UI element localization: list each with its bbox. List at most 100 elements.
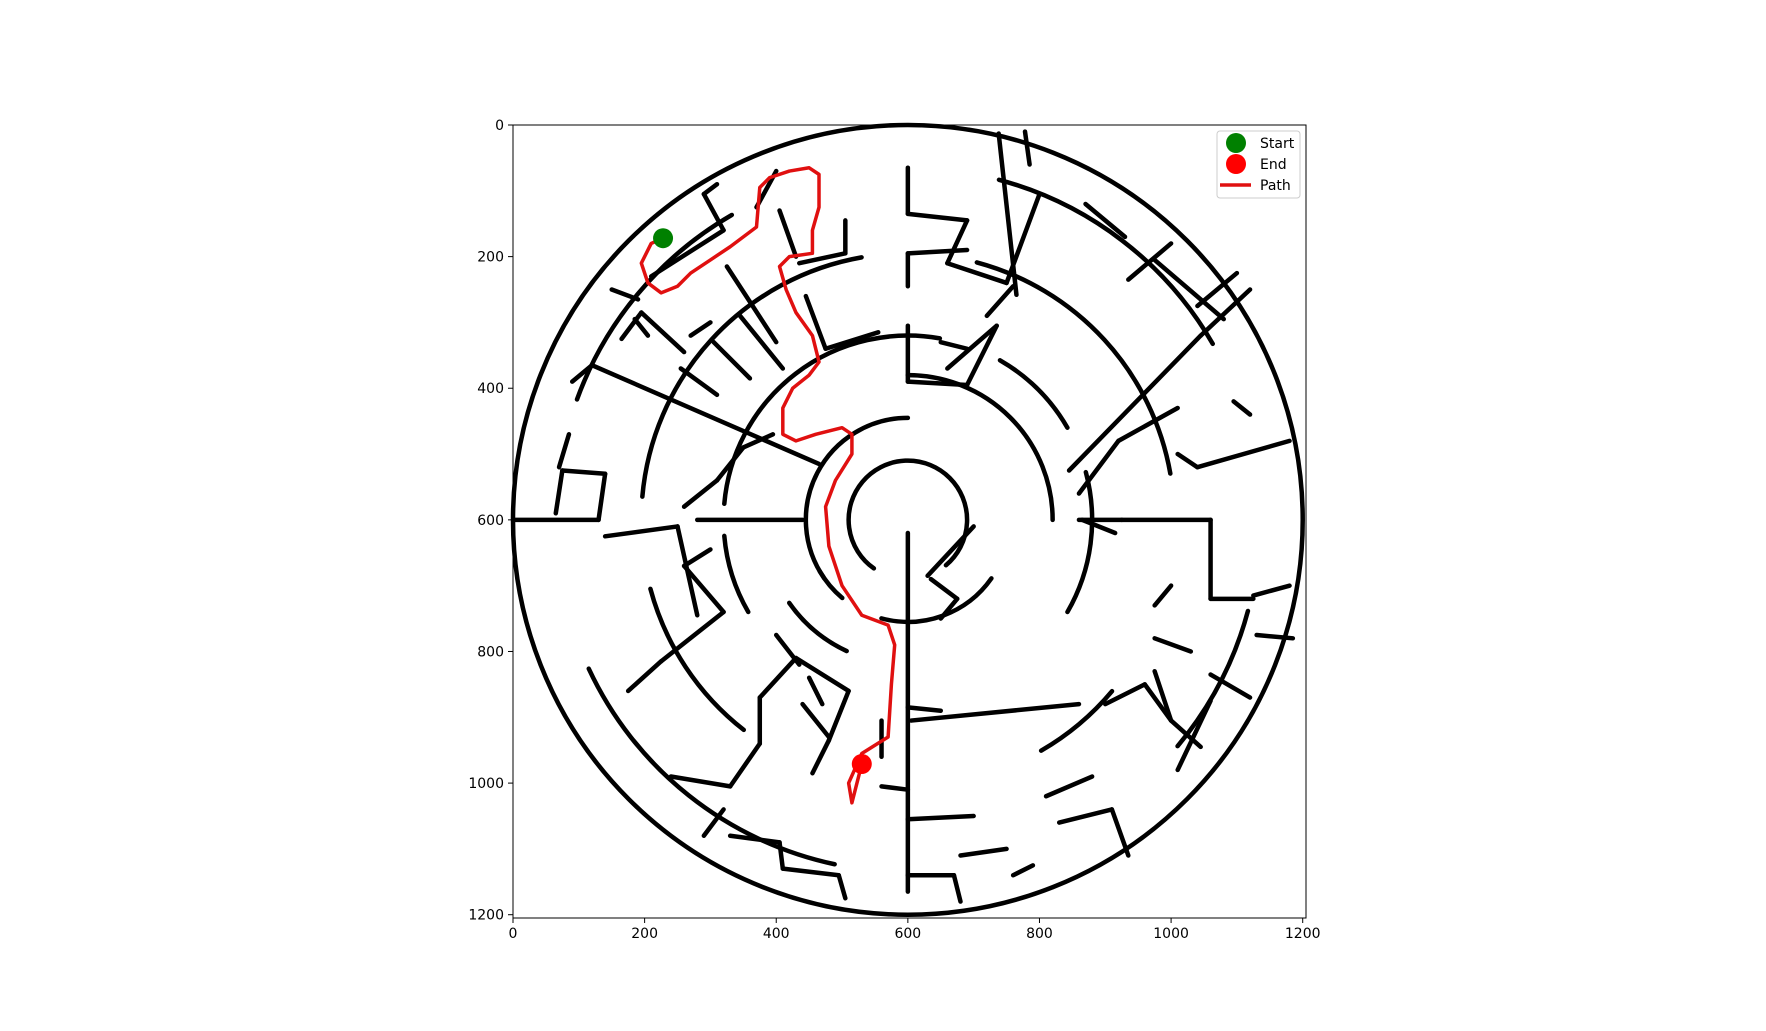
maze-walls: [510, 122, 1305, 917]
maze-wall-segment: [1198, 287, 1253, 338]
x-tick-label: 400: [763, 926, 790, 942]
maze-wall-segment: [984, 283, 1016, 319]
maze-wall-segment: [800, 701, 832, 740]
maze-wall-segment: [1168, 718, 1203, 750]
y-tick-label: 1000: [468, 776, 504, 792]
maze-wall-segment: [1175, 698, 1213, 773]
maze-wall-segment: [1254, 632, 1296, 641]
maze-wall-arc: [1038, 688, 1115, 753]
maze-wall-segment: [1142, 682, 1174, 723]
maze-wall-segment: [701, 191, 726, 233]
maze-wall-segment: [945, 260, 1009, 286]
maze-wall-arc: [586, 666, 837, 867]
maze-wall-segment: [945, 323, 999, 371]
y-tick-label: 1200: [468, 908, 504, 924]
maze-wall-segment: [609, 287, 641, 302]
maze-wall-segment: [1079, 517, 1118, 536]
maze-wall-segment: [780, 866, 842, 878]
y-tick-label: 400: [477, 381, 504, 397]
legend-end-label: End: [1260, 157, 1287, 173]
maze-wall-segment: [1195, 270, 1240, 309]
markers-layer: [653, 228, 872, 775]
start-marker: [653, 228, 674, 249]
maze-wall-segment: [1004, 191, 1042, 286]
maze-wall-segment: [648, 228, 726, 279]
maze-wall-segment: [905, 247, 970, 256]
maze-wall-segment: [757, 655, 799, 700]
maze-wall-segment: [741, 432, 776, 450]
maze-wall-arc: [817, 568, 845, 601]
maze-wall-segment: [602, 524, 680, 539]
maze-wall-arc: [803, 415, 911, 581]
maze-wall-segment: [1231, 399, 1253, 417]
legend-end-marker: [1226, 154, 1246, 174]
maze-wall-segment: [964, 323, 999, 388]
maze-wall-segment: [714, 445, 746, 483]
maze-wall-segment: [826, 688, 851, 743]
maze-wall-segment: [625, 659, 664, 694]
solution-path-layer: [639, 166, 897, 805]
maze-wall-segment: [701, 181, 720, 197]
x-tick-label: 800: [1026, 926, 1053, 942]
maze-wall-segment: [925, 524, 976, 579]
maze-wall-segment: [639, 310, 687, 355]
x-tick-label: 1200: [1285, 926, 1321, 942]
maze-wall-segment: [958, 846, 1009, 858]
maze-wall-segment: [905, 379, 970, 388]
maze-wall-segment: [724, 264, 779, 345]
maze-wall-segment: [905, 211, 970, 223]
maze-wall-arc: [996, 177, 1216, 347]
y-tick-label: 0: [495, 118, 504, 134]
legend-start-label: Start: [1260, 136, 1295, 152]
end-marker: [851, 754, 872, 775]
maze-wall-segment: [773, 632, 802, 667]
maze-wall-segment: [905, 705, 944, 713]
x-tick-label: 200: [631, 926, 658, 942]
maze-wall-segment: [727, 833, 782, 845]
maze-wall-arc: [648, 586, 747, 733]
maze-wall-segment: [806, 675, 825, 707]
maze-wall-segment: [810, 738, 832, 776]
maze-wall-segment: [678, 366, 720, 398]
solution-path: [639, 166, 897, 805]
maze-wall-segment: [1208, 672, 1253, 700]
legend-start-marker: [1226, 133, 1246, 153]
maze-wall-segment: [658, 609, 726, 664]
maze-wall-segment: [681, 563, 726, 615]
maze-wall-segment: [1152, 668, 1174, 723]
maze-wall-segment: [1103, 682, 1148, 707]
maze-wall-segment: [701, 807, 726, 838]
maze-wall-segment: [951, 872, 963, 904]
maze-wall-segment: [938, 339, 970, 352]
y-tick-label: 200: [477, 250, 504, 266]
maze-wall-arc: [574, 212, 735, 402]
maze-wall-segment: [938, 596, 960, 621]
maze-wall-segment: [569, 362, 595, 384]
maze-wall-segment: [777, 208, 799, 259]
maze-wall-segment: [553, 468, 565, 516]
maze-wall-segment: [905, 813, 976, 822]
maze-wall-segment: [589, 362, 822, 467]
maze-wall-segment: [619, 310, 644, 342]
maze-wall-segment: [1152, 257, 1226, 322]
maze-wall-segment: [908, 701, 1082, 723]
maze-wall-segment: [1126, 241, 1174, 282]
maze-wall-segment: [556, 432, 572, 470]
maze-wall-segment: [1152, 636, 1194, 654]
maze-wall-segment: [668, 774, 733, 789]
maze-wall-segment: [1152, 583, 1174, 608]
maze-wall-segment: [1083, 201, 1128, 240]
maze-wall-segment: [560, 468, 608, 477]
maze-wall-segment: [797, 251, 848, 266]
maze-wall-segment: [1116, 405, 1180, 444]
maze-wall-segment: [1043, 774, 1095, 799]
maze-wall-segment: [675, 524, 700, 618]
maze-wall-segment: [823, 330, 881, 352]
maze-wall-segment: [727, 741, 763, 789]
x-tick-label: 600: [894, 926, 921, 942]
maze-wall-segment: [688, 320, 713, 338]
